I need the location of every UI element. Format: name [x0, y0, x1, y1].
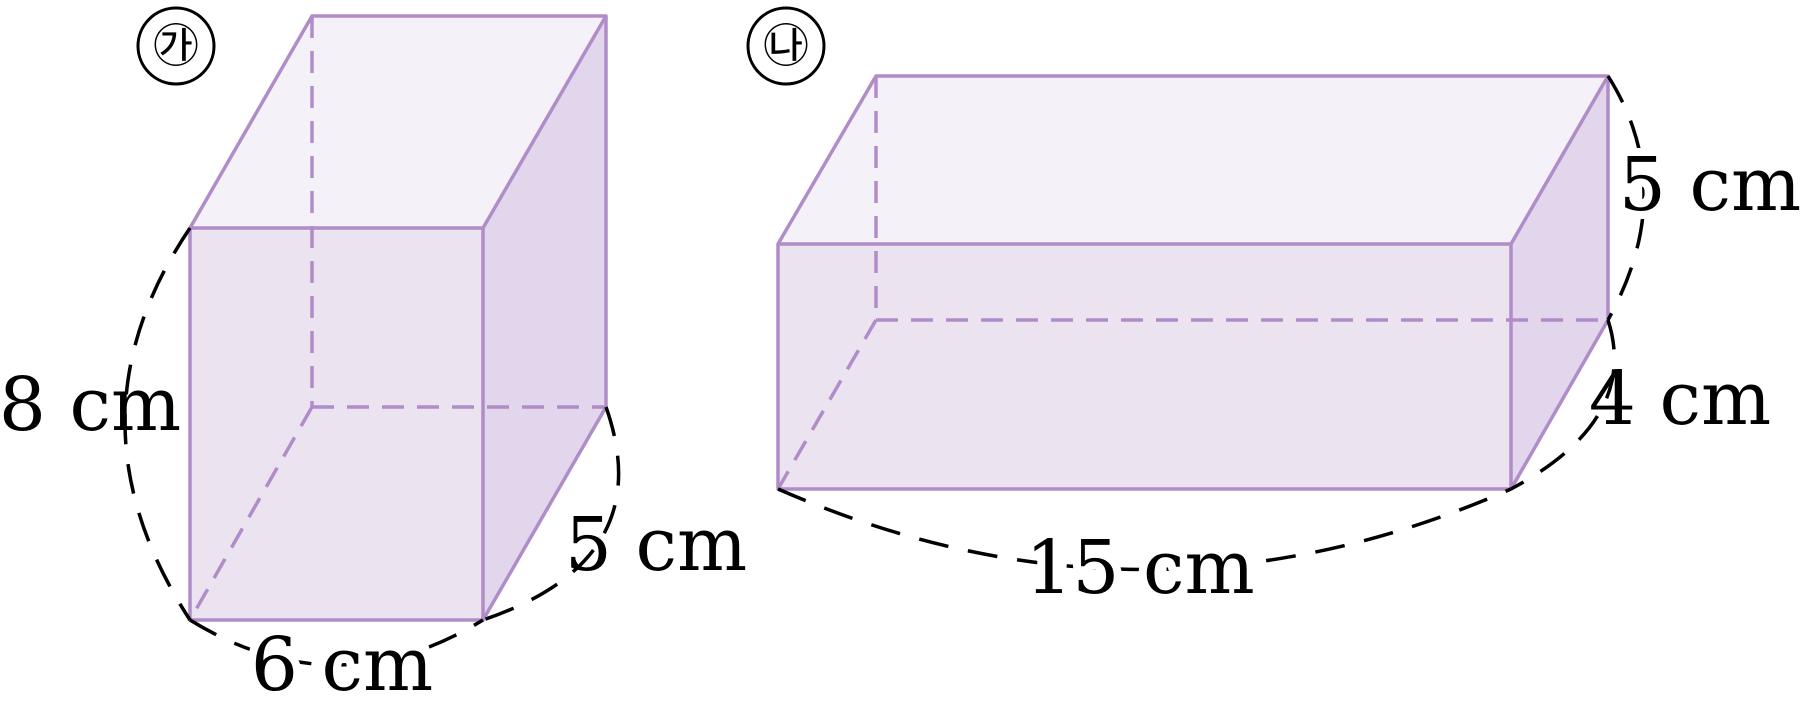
cuboid-na-tag: ㉯ [763, 19, 809, 73]
cuboid-ga-side-face [483, 16, 606, 620]
cuboid-na-height-label: 5 cm [1619, 142, 1801, 228]
cuboid-ga-height-label: 8 cm [0, 362, 181, 448]
cuboid-ga-front-face [190, 228, 483, 620]
cuboid-ga-tag: ㉮ [153, 19, 199, 73]
cuboid-na-width-label: 15 cm [1025, 525, 1254, 611]
cuboid-ga-width-arc [189, 618, 484, 667]
cuboid-na-height-arc [1606, 75, 1646, 321]
cuboid-na-depth-arc [1510, 319, 1617, 491]
cuboid-na-depth-label: 4 cm [1589, 356, 1771, 442]
cuboid-na-top-edges [776, 74, 1610, 245]
cuboid-ga: ㉮ 8 cm 6 cm 5 cm [0, 6, 747, 716]
cuboid-na-side-face [1511, 76, 1608, 489]
cuboid-ga-tag-circle [136, 6, 216, 86]
cuboid-ga-top-edges [188, 14, 608, 229]
cuboid-ga-depth-label: 5 cm [565, 502, 747, 588]
cuboid-na-tag-circle [746, 6, 826, 86]
cuboid-na-front-face [778, 244, 1511, 489]
cuboid-na-width-arc [777, 487, 1512, 572]
cuboid-na-top-face [778, 76, 1608, 244]
cuboid-ga-width-label: 6 cm [251, 622, 433, 708]
cuboid-ga-height-arc [123, 227, 192, 621]
cuboid-na: ㉯ 5 cm 4 cm 15 cm [746, 6, 1802, 619]
cuboid-ga-hidden-diagonal [188, 406, 314, 621]
cuboid-ga-top-face [190, 16, 606, 228]
